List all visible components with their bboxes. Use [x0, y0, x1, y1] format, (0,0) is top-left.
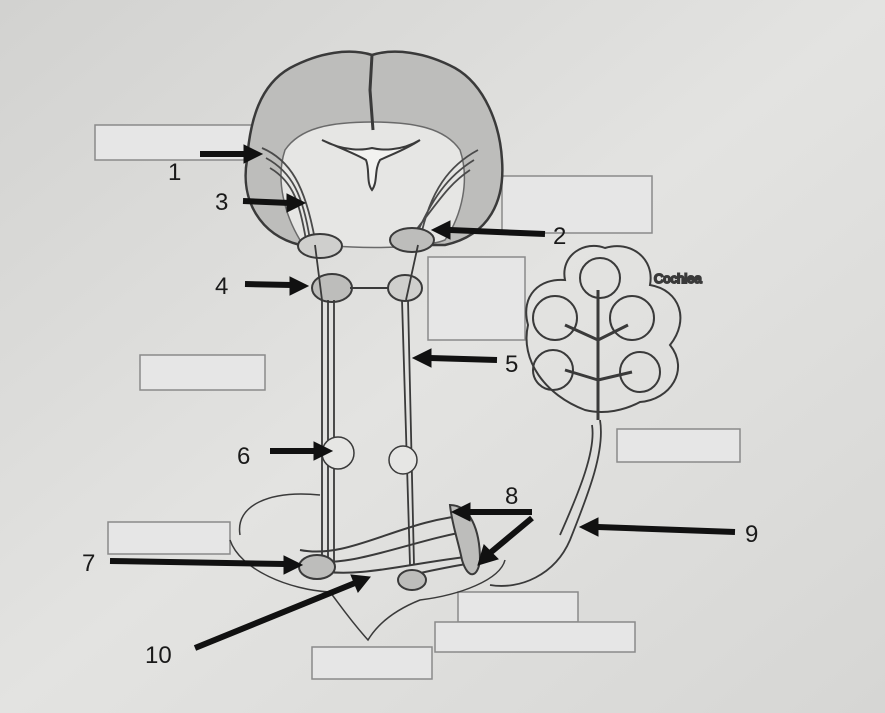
superior-olive-left [298, 554, 336, 580]
medial-geniculate-left [297, 233, 343, 259]
left-radiation-fibers [261, 147, 316, 241]
tract-connectors [314, 244, 419, 301]
label-8: 8 [505, 483, 518, 510]
arrow-4 [244, 281, 293, 288]
arrow-8b-head [477, 544, 499, 566]
answer-box[interactable] [427, 256, 526, 341]
arrow-10 [193, 580, 357, 651]
label-1: 1 [168, 159, 181, 186]
answer-box[interactable] [139, 354, 266, 391]
inferior-colliculus-right [387, 274, 423, 302]
inferior-colliculus-left [311, 273, 353, 303]
cochlea-turn [532, 295, 578, 341]
cochlea-turn [619, 351, 661, 393]
answer-box[interactable] [434, 621, 636, 653]
lateral-lemniscus-left [321, 300, 335, 565]
number-labels: 1 2 3 4 5 6 7 8 9 10 [82, 159, 758, 669]
answer-box[interactable] [501, 175, 653, 234]
cochlea-outline [525, 244, 682, 413]
pointer-arrows [109, 144, 736, 651]
arrow-6-head [313, 441, 334, 461]
answer-boxes [94, 124, 741, 680]
cochlea-turn [579, 257, 621, 299]
answer-box[interactable] [311, 646, 433, 680]
label-4: 4 [215, 273, 228, 300]
cochlea-turn [609, 295, 655, 341]
arrow-9 [597, 524, 736, 535]
arrow-9-head [578, 517, 599, 537]
label-2: 2 [553, 223, 566, 250]
medial-geniculate-right [389, 227, 435, 253]
modiolus [564, 290, 633, 420]
answer-box[interactable] [457, 591, 579, 623]
label-7: 7 [82, 550, 95, 577]
arrow-1-head [243, 144, 264, 164]
arrow-3 [242, 198, 291, 206]
arrow-2 [449, 227, 546, 237]
answer-box[interactable] [107, 521, 231, 555]
arrow-3-head [286, 193, 307, 213]
arrow-2-head [430, 220, 451, 240]
arrow-10-head [350, 574, 371, 593]
cochlea-caption: Cochlea [654, 271, 702, 286]
label-6: 6 [237, 443, 250, 470]
label-3: 3 [215, 189, 228, 216]
arrow-5 [429, 355, 498, 363]
cochlear-nuclei [448, 503, 482, 576]
label-10: 10 [145, 642, 172, 669]
arrow-7-head [283, 555, 304, 575]
answer-box[interactable] [616, 428, 741, 463]
cochlear-nucleus-bundle [299, 514, 491, 579]
arrow-8 [470, 509, 534, 556]
label-5: 5 [505, 351, 518, 378]
arrow-4-head [289, 276, 310, 296]
brainstem-outline [229, 493, 506, 642]
arrow-5-head [411, 348, 432, 368]
arrow-7 [109, 558, 286, 567]
superior-olive-right [397, 569, 427, 591]
cochlea: Cochlea [489, 244, 703, 587]
ventricles [321, 139, 421, 192]
label-9: 9 [745, 521, 758, 548]
cochlea-turn [532, 349, 574, 391]
brainstem-pathway [229, 227, 506, 642]
arrow-8a-head [450, 502, 471, 522]
lateral-lemniscus-right [401, 299, 415, 566]
brain-section [244, 50, 504, 249]
cochlear-nerve [489, 419, 602, 587]
nucleus-right [388, 445, 418, 475]
longitudinal-fissure [368, 54, 375, 131]
